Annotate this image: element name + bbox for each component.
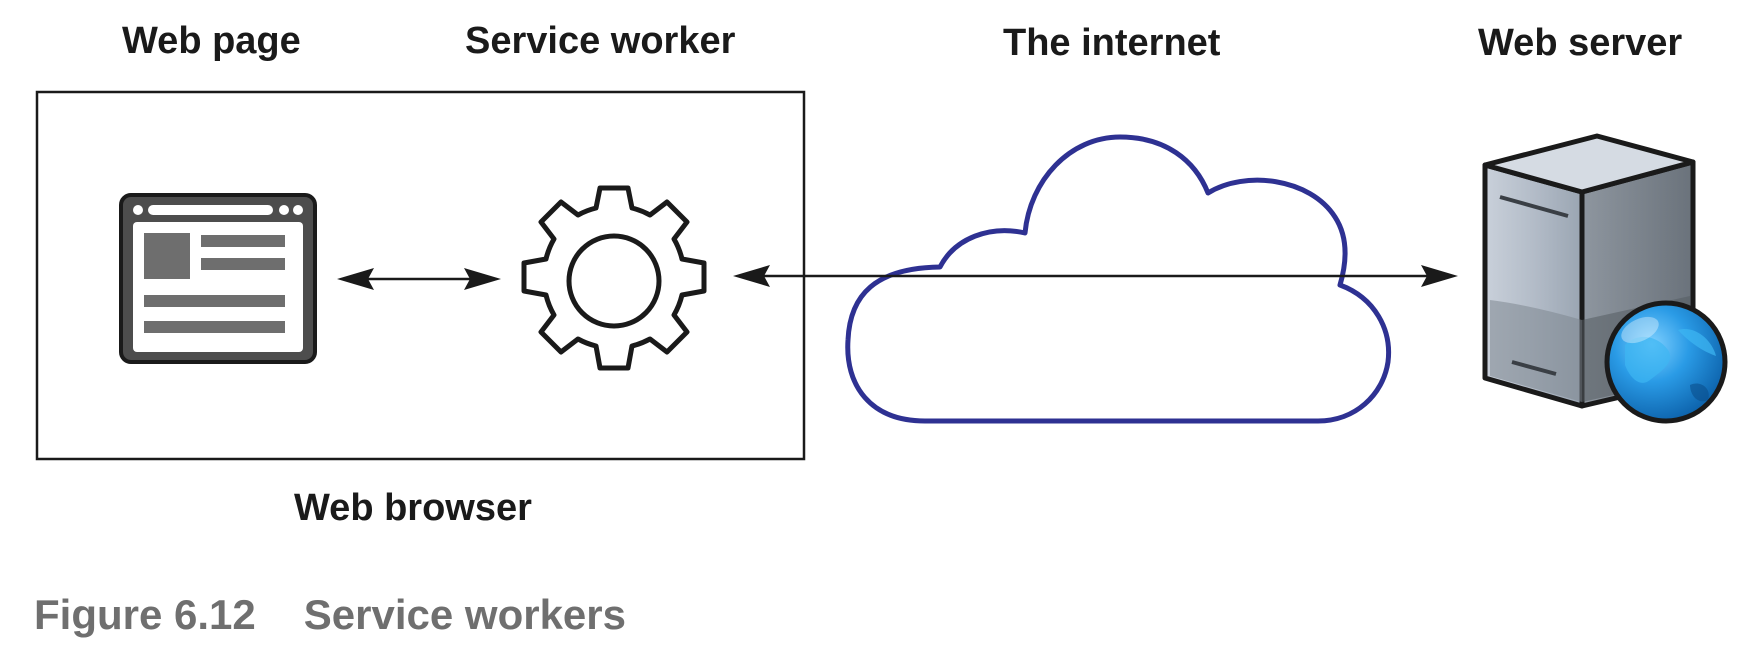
browser-window-icon (119, 193, 317, 364)
server-globe-icon (1482, 133, 1728, 424)
cloud-icon (845, 134, 1392, 424)
service-worker-label: Service worker (465, 20, 736, 62)
page-worker-arrow (337, 268, 501, 290)
web-server-label: Web server (1478, 22, 1683, 64)
figure-caption: Figure 6.12 Service workers (34, 594, 626, 636)
web-browser-label: Web browser (294, 487, 532, 529)
internet-label: The internet (1003, 22, 1221, 64)
gear-icon (521, 185, 707, 371)
worker-server-arrow (733, 265, 1458, 287)
web-page-label: Web page (122, 20, 301, 62)
figure-title: Service workers (303, 591, 626, 638)
figure-number: Figure 6.12 (34, 591, 256, 638)
